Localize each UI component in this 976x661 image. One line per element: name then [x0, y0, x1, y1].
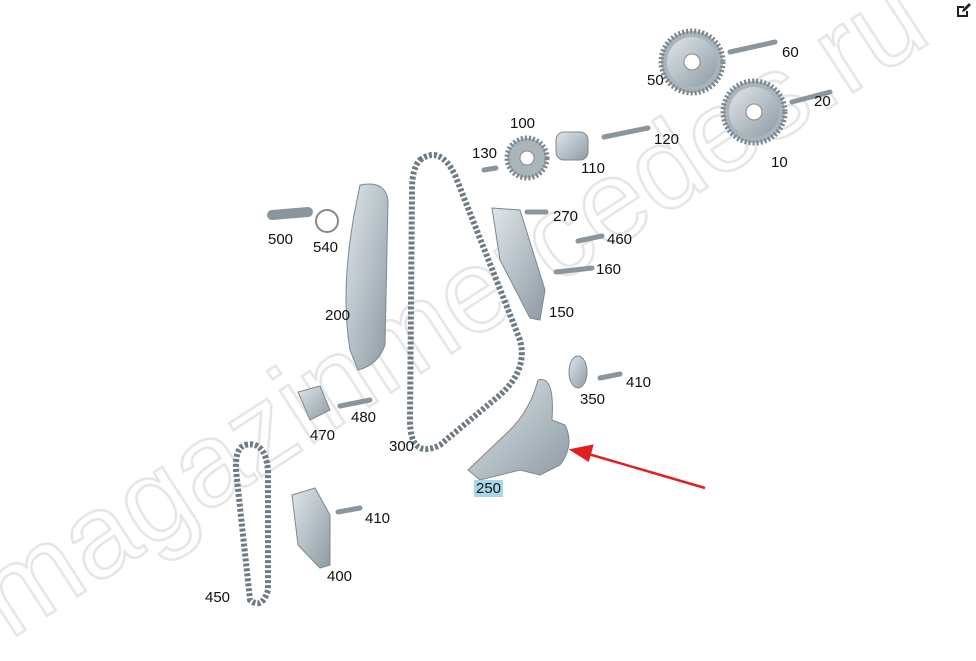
label-470: 470 — [310, 427, 336, 444]
gear-10 — [720, 78, 788, 146]
chain-300 — [406, 152, 525, 453]
label-450: 450 — [205, 589, 231, 606]
label-460: 460 — [607, 231, 633, 248]
label-100: 100 — [510, 115, 536, 132]
chain-450 — [232, 441, 271, 607]
label-60: 60 — [782, 44, 799, 61]
label-270: 270 — [553, 208, 579, 225]
label-410-top: 410 — [626, 374, 652, 391]
edit-icon[interactable] — [955, 3, 971, 19]
label-250-highlighted[interactable]: 250 — [474, 480, 504, 497]
red-arrow — [568, 444, 706, 490]
bolts — [267, 39, 833, 515]
label-500: 500 — [268, 231, 294, 248]
label-110: 110 — [581, 160, 605, 177]
gear-50 — [658, 28, 726, 96]
label-160: 160 — [596, 261, 622, 278]
label-10: 10 — [771, 154, 788, 171]
label-400: 400 — [327, 568, 353, 585]
label-410-bottom: 410 — [365, 510, 391, 527]
label-20: 20 — [814, 93, 831, 110]
label-300: 300 — [389, 438, 415, 455]
label-150: 150 — [549, 304, 575, 321]
sprocket-100 — [504, 135, 550, 181]
label-540: 540 — [313, 239, 339, 256]
label-120: 120 — [654, 131, 680, 148]
label-200: 200 — [325, 307, 351, 324]
label-350: 350 — [580, 391, 606, 408]
label-130: 130 — [472, 145, 498, 162]
label-480: 480 — [351, 409, 377, 426]
label-50: 50 — [647, 72, 664, 89]
parts — [291, 131, 589, 569]
